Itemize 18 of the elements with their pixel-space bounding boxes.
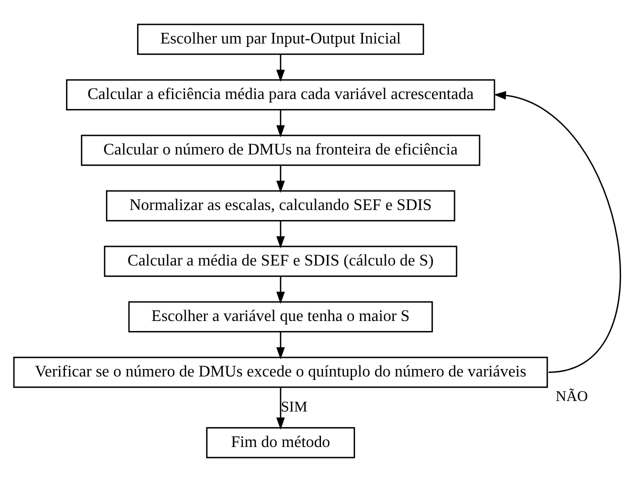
arrow bbox=[276, 166, 285, 193]
arrow bbox=[276, 332, 285, 360]
node-box: Fim do método bbox=[206, 427, 356, 458]
arrow bbox=[276, 276, 285, 304]
arrow bbox=[276, 221, 285, 248]
node-box: Calcular o número de DMUs na fronteira de eficiência bbox=[80, 134, 480, 166]
arrow bbox=[494, 91, 622, 373]
arrow bbox=[276, 54, 285, 82]
node-box: Calcular a eficiência média para cada variável acrescentada bbox=[66, 79, 496, 110]
arrow bbox=[276, 110, 285, 138]
node-box: Escolher a variável que tenha o maior S bbox=[128, 301, 433, 332]
edge-label: SIM bbox=[280, 399, 308, 416]
node-box: Verificar se o número de DMUs excede o quíntuplo do número de variáveis bbox=[13, 356, 548, 388]
node-box: Escolher um par Input-Output Inicial bbox=[137, 24, 424, 55]
node-box: Calcular a média de SEF e SDIS (cálculo de S) bbox=[104, 246, 458, 277]
node-box: Normalizar as escalas, calculando SEF e SDIS bbox=[106, 190, 456, 222]
edge-label: NÃO bbox=[556, 388, 588, 405]
arrow bbox=[276, 387, 285, 430]
